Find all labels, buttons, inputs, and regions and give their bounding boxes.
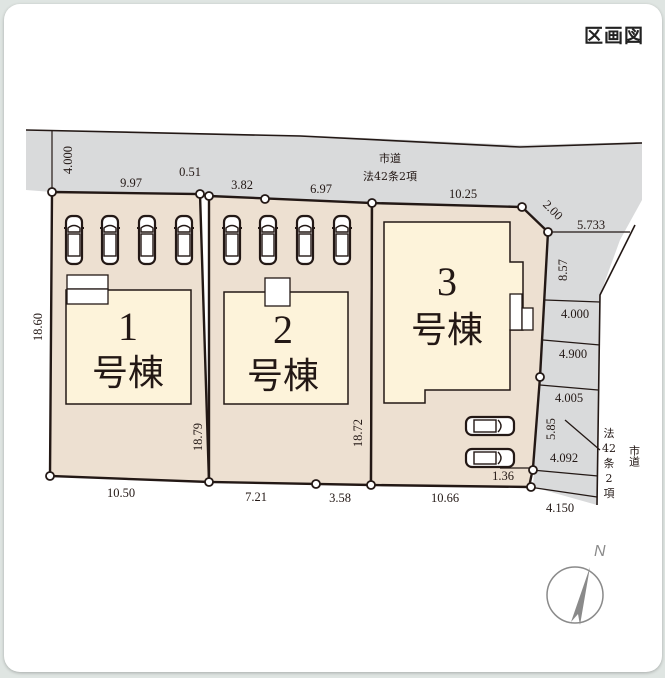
svg-text:9.97: 9.97	[120, 176, 142, 190]
svg-text:10.50: 10.50	[107, 486, 135, 500]
svg-text:18.72: 18.72	[351, 419, 365, 447]
lot-2-number: 2	[273, 307, 293, 352]
svg-text:4.000: 4.000	[561, 307, 589, 321]
svg-text:6.97: 6.97	[310, 182, 332, 196]
svg-text:5.733: 5.733	[577, 218, 605, 232]
svg-text:4.150: 4.150	[546, 501, 574, 515]
svg-text:42: 42	[602, 442, 616, 455]
road-east-label: 市道	[628, 444, 641, 467]
lot-3-suffix: 号棟	[411, 310, 483, 351]
road-east-type: 法 42 条 2 項	[602, 426, 616, 500]
svg-text:10.66: 10.66	[431, 491, 459, 505]
svg-text:0.51: 0.51	[179, 165, 201, 179]
svg-text:18.60: 18.60	[31, 313, 45, 341]
svg-text:5.85: 5.85	[544, 418, 558, 440]
svg-text:3.58: 3.58	[329, 491, 351, 505]
svg-text:4.000: 4.000	[61, 146, 75, 174]
svg-text:項: 項	[604, 487, 615, 500]
building-1	[65, 289, 192, 405]
road-east-dimension-lines	[528, 231, 630, 498]
lot-3-number: 3	[437, 259, 457, 304]
svg-text:3.82: 3.82	[231, 178, 253, 192]
road-north-label: 市道	[379, 151, 401, 165]
svg-text:10.25: 10.25	[449, 187, 477, 201]
svg-text:4.005: 4.005	[555, 391, 583, 405]
svg-text:N: N	[594, 543, 606, 560]
north-compass-icon: N	[546, 543, 606, 625]
svg-text:18.79: 18.79	[191, 423, 205, 451]
svg-text:8.57: 8.57	[556, 259, 570, 281]
svg-text:7.21: 7.21	[245, 490, 267, 504]
svg-text:法: 法	[604, 426, 615, 440]
lot-2-suffix: 号棟	[247, 356, 319, 397]
boundary-markers	[45, 187, 553, 492]
dimension-labels: 4.000 9.97 0.51 3.82 6.97 10.25 2.00 5.7…	[31, 146, 605, 515]
lot-1-suffix: 号棟	[92, 353, 164, 394]
svg-text:1.36: 1.36	[492, 469, 514, 483]
svg-text:2: 2	[606, 472, 613, 485]
page-title: 区画図	[583, 25, 644, 47]
svg-text:4.092: 4.092	[550, 451, 578, 465]
lot-1-number: 1	[118, 304, 138, 349]
road-north-type: 法42条2項	[363, 169, 417, 183]
road-north	[26, 130, 642, 505]
svg-text:4.900: 4.900	[559, 347, 587, 361]
svg-text:条: 条	[604, 456, 615, 470]
